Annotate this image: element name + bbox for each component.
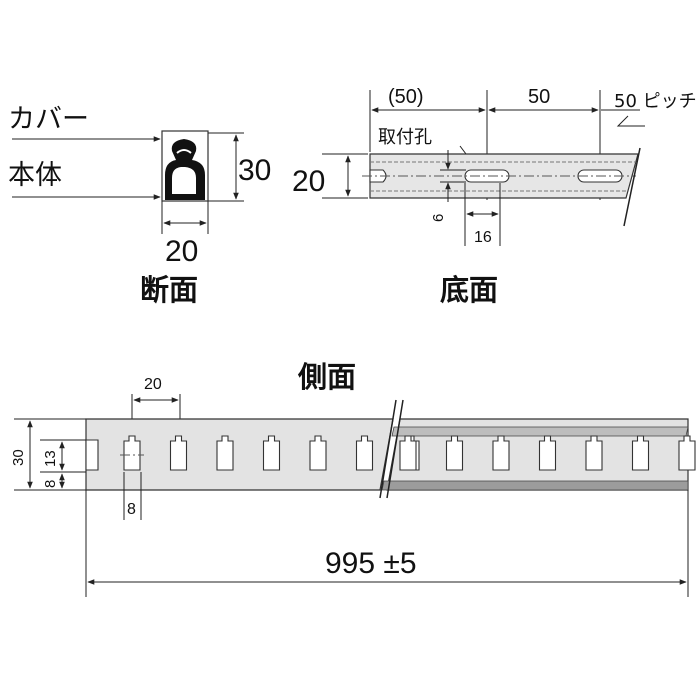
pitch-label: 50 ピッチ [614, 91, 697, 112]
pitch-dim: 50 [528, 86, 550, 108]
side-break-line-1 [379, 399, 397, 499]
pitch-leader [616, 115, 645, 127]
rail-bottom-band [381, 480, 689, 491]
cross-section-view: カバー 本体 30 20 断面 [8, 104, 271, 307]
side-slot-right-6 [631, 435, 650, 471]
bottom-view: (50) 50 50 ピッチ 取付孔 20 6 16 底面 [292, 86, 697, 307]
side-break-line-2 [386, 399, 404, 499]
end-notch [369, 169, 387, 183]
side-slot-right-5 [585, 435, 603, 471]
hole-width-dim: 6 [430, 214, 447, 222]
body-label: 本体 [8, 160, 62, 191]
bottom-dim: 8 [42, 480, 59, 488]
side-slot-left-2 [169, 435, 188, 471]
side-slot-left-6 [355, 435, 374, 471]
side-slot-left-4 [262, 435, 281, 471]
side-slot-right-4 [538, 435, 557, 471]
side-height-dim: 30 [10, 449, 27, 466]
left-end-notch [85, 439, 99, 471]
first-pitch-dim: (50) [388, 86, 424, 108]
hole-length-dim: 16 [474, 229, 492, 246]
side-slot-right-2 [445, 435, 464, 471]
section-width-dim: 20 [165, 235, 198, 268]
cross-section-title: 断面 [140, 273, 198, 307]
side-view-title: 側面 [297, 360, 356, 394]
section-height-dim: 30 [238, 154, 271, 187]
bottom-break-line [623, 147, 641, 227]
side-view: 側面 20 30 13 8 8 995 ±5 [10, 360, 696, 597]
side-slot-right-1 [399, 435, 417, 471]
cover-label: カバー [8, 104, 89, 135]
slot-width-dim: 8 [127, 501, 136, 518]
body-profile-inner [172, 167, 196, 194]
slot-height-dim: 13 [42, 450, 59, 467]
mounting-hole-label: 取付孔 [378, 127, 432, 148]
side-slot-left-3 [216, 435, 234, 471]
side-slot-right-3 [492, 435, 510, 471]
slot-pitch-dim: 20 [144, 376, 162, 393]
rail-cover-lip [391, 426, 689, 437]
rail-length-dim: 995 ±5 [325, 547, 417, 580]
side-slot-left-1 [123, 435, 141, 471]
cover-profile-line [176, 149, 192, 154]
bottom-view-title: 底面 [440, 273, 498, 307]
bottom-width-dim: 20 [292, 165, 325, 198]
side-slots-group [120, 435, 696, 471]
side-slot-right-7 [678, 435, 696, 471]
side-slot-left-5 [309, 435, 327, 471]
